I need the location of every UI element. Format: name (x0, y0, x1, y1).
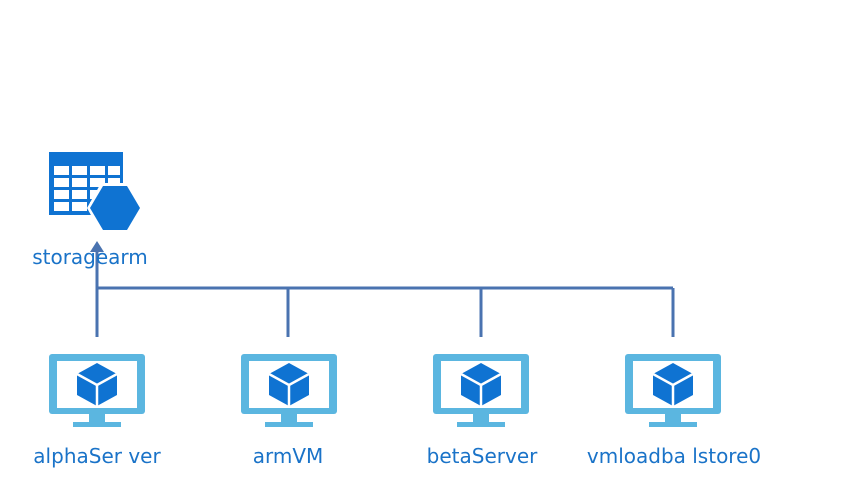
virtual-machine-icon (623, 352, 723, 429)
arrow-head (90, 241, 104, 252)
storage-account-label: storagearm (32, 245, 148, 269)
vm-label: alphaSer ver (33, 444, 161, 468)
vm-label: armVM (252, 444, 324, 468)
virtual-machine-icon (431, 352, 531, 429)
virtual-machine-icon (239, 352, 339, 429)
vm-label: betaServer (426, 444, 538, 468)
storage-table-icon (49, 152, 143, 233)
vm-label: vmloadba lstore0 (586, 444, 762, 468)
connector-lines (95, 252, 675, 337)
virtual-machine-icon (47, 352, 147, 429)
